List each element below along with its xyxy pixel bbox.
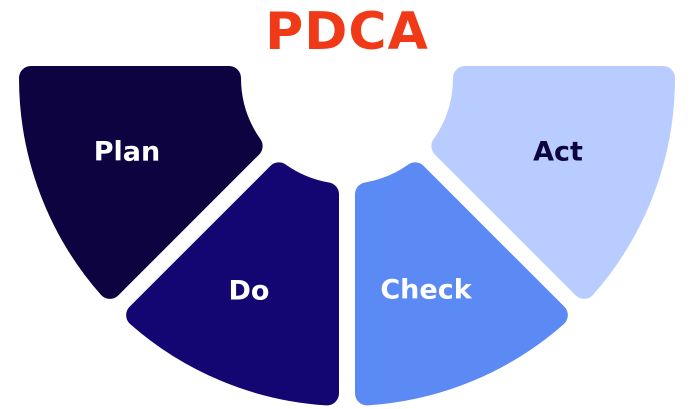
segment-label-plan: Plan: [93, 136, 161, 168]
segment-check: [355, 162, 568, 406]
segment-do: [126, 162, 339, 406]
segment-label-check: Check: [380, 274, 472, 306]
segment-plan: [19, 66, 263, 299]
segment-act: [431, 66, 675, 299]
diagram-title: PDCA: [265, 2, 429, 62]
segment-label-act: Act: [533, 136, 583, 168]
segment-label-do: Do: [228, 275, 270, 307]
